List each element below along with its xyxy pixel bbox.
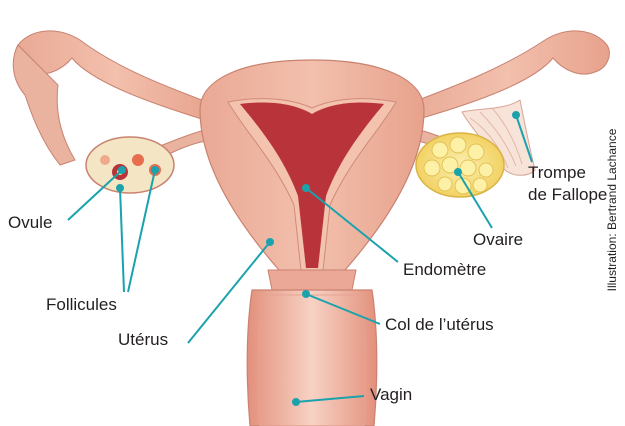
label-uterus: Utérus <box>118 330 168 350</box>
left-ovary <box>86 137 174 193</box>
label-ovaire: Ovaire <box>473 230 523 250</box>
label-ovule: Ovule <box>8 213 52 233</box>
left-follicle-a <box>132 154 144 166</box>
label-trompe-line2: de Fallope <box>528 185 607 205</box>
label-follicules: Follicules <box>46 295 117 315</box>
label-col: Col de l’utérus <box>385 315 494 335</box>
leader-follicule-1 <box>120 188 124 292</box>
label-endometre: Endomètre <box>403 260 486 280</box>
label-trompe-line1: Trompe <box>528 163 586 183</box>
illustration-credit: Illustration: Bertrand Lachance <box>605 129 619 292</box>
vagina <box>247 290 377 426</box>
label-vagin: Vagin <box>370 385 412 405</box>
